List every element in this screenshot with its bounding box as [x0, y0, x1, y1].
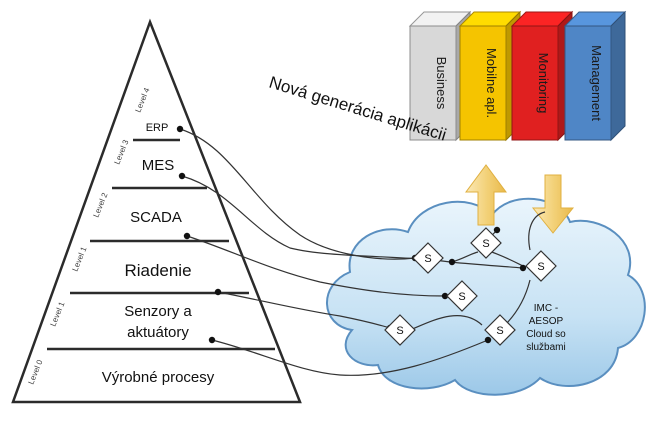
connector-lines: [179, 128, 546, 376]
cloud-label-line: Cloud so: [526, 329, 566, 340]
tier-label-mes: MES: [142, 157, 175, 174]
block-monitoring: Monitoring: [510, 10, 574, 142]
cloud-label-line: IMC -: [534, 303, 558, 314]
service-node-symbol: S: [424, 253, 431, 265]
arrow-up-icon: [465, 164, 507, 226]
tier-label-aktuatory: aktuátory: [127, 324, 189, 341]
service-node-symbol: S: [482, 238, 489, 250]
connector-dot: [441, 292, 449, 300]
service-node: S: [484, 314, 516, 346]
block-label: Business: [434, 57, 449, 110]
tier-label-vyrobne: Výrobné procesy: [102, 369, 215, 386]
service-node-symbol: S: [496, 325, 503, 337]
service-node: S: [412, 242, 444, 274]
service-node-symbol: S: [458, 291, 465, 303]
connector-dot: [448, 258, 456, 266]
connector-line: [186, 235, 446, 297]
application-blocks: Business Mobilne apl. Monitoring Management: [408, 10, 627, 142]
service-node: S: [446, 280, 478, 312]
block-label: Management: [589, 45, 604, 121]
connector-line: [217, 291, 391, 329]
service-node-symbol: S: [537, 261, 544, 273]
block-mobilne-apl: Mobilne apl.: [458, 10, 522, 142]
connector-line: [181, 175, 524, 269]
service-node: S: [470, 227, 502, 259]
tier-label-senzory: Senzory a: [124, 303, 192, 320]
connector-dot: [178, 172, 186, 180]
cloud-label-line: službami: [526, 342, 565, 353]
connector-dot: [519, 264, 527, 272]
pyramid: [11, 18, 302, 404]
cloud-label-line: AESOP: [529, 316, 564, 327]
connector-dot: [484, 336, 492, 344]
service-node: S: [384, 314, 416, 346]
connector-line: [179, 128, 416, 260]
block-label: Monitoring: [536, 53, 551, 114]
cloud-icon: [326, 197, 646, 396]
connector-dot: [214, 288, 222, 296]
service-node-symbol: S: [396, 325, 403, 337]
arrow-down-icon: [531, 174, 575, 234]
connector-dot: [208, 336, 216, 344]
tier-label-riadenie: Riadenie: [124, 261, 191, 280]
service-node: S: [525, 250, 557, 282]
connector-line: [528, 211, 546, 251]
block-label: Mobilne apl.: [484, 48, 499, 118]
connector-dot: [183, 232, 191, 240]
connector-dot: [493, 226, 501, 234]
tier-label-scada: SCADA: [130, 209, 182, 226]
block-management: Management: [563, 10, 627, 142]
tier-label-erp: ERP: [146, 122, 169, 134]
connector-dot: [176, 125, 184, 133]
connector-line: [211, 339, 489, 376]
service-nodes: S S S S S S: [384, 227, 557, 346]
connector-line: [409, 315, 483, 331]
